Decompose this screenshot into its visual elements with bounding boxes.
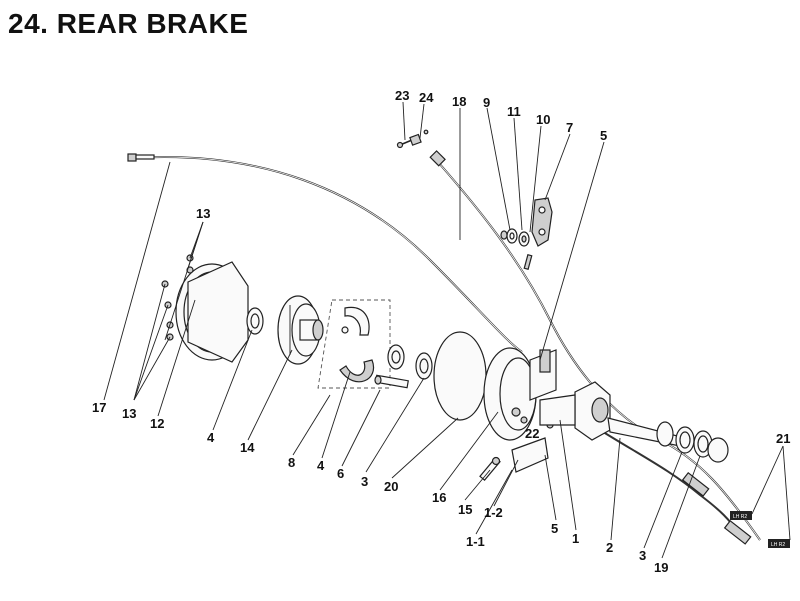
callout-23: 23: [395, 88, 409, 103]
callout-11: 11: [507, 104, 521, 119]
callout-21: 21: [776, 431, 790, 446]
caliper-2: [539, 381, 692, 449]
callout-4-right: 4: [317, 458, 325, 473]
callout-1-2: 1-2: [484, 505, 503, 520]
lever-assembly-7: [531, 197, 553, 247]
cable-17: [127, 153, 523, 353]
callout-18: 18: [452, 94, 466, 109]
callout-22: 22: [525, 426, 539, 441]
o-ring-20: [433, 331, 487, 421]
brake-shoes-8: [317, 299, 391, 389]
backing-plate-1: [483, 347, 557, 441]
callout-1-1: 1-1: [466, 534, 485, 549]
pin-11: [500, 230, 533, 271]
callout-19: 19: [654, 560, 668, 575]
callout-12: 12: [150, 416, 164, 431]
cable-19: [599, 429, 752, 545]
brake-housing-12: [175, 261, 249, 363]
callout-20: 20: [384, 479, 398, 494]
callout-6: 6: [337, 466, 344, 481]
callout-4-left: 4: [207, 430, 215, 445]
callout-10: 10: [536, 112, 550, 127]
callout-3-left: 3: [361, 474, 368, 489]
svg-text:LH R2: LH R2: [771, 542, 785, 548]
callout-2: 2: [606, 540, 613, 555]
washer-10: [518, 231, 530, 247]
callout-15: 15: [458, 502, 472, 517]
brake-drum-14: [277, 295, 324, 365]
callout-13-top: 13: [196, 206, 210, 221]
pivot-shaft-15: [479, 456, 501, 481]
bolt-23: [396, 139, 413, 149]
callout-16: 16: [432, 490, 446, 505]
seal-4-right: [387, 344, 405, 370]
tags-21: LH R2 LH R2: [730, 511, 790, 548]
shaft-6: [374, 374, 409, 389]
callout-3-right: 3: [639, 548, 646, 563]
seal-4-left: [246, 307, 264, 335]
callout-24: 24: [419, 90, 434, 105]
bearing-3-left: [415, 352, 433, 380]
clip-24: [409, 129, 429, 146]
plate-1-2: [511, 437, 549, 473]
callout-13-bottom: 13: [122, 406, 136, 421]
leader-lines: [103, 101, 791, 559]
cable-18: [437, 161, 761, 541]
callout-labels: 23 24 18 9 11 10 7 5 13 17 13 12 4 14 8 …: [92, 88, 790, 575]
callout-5-top: 5: [600, 128, 607, 143]
callout-17: 17: [92, 400, 106, 415]
callout-5-bottom: 5: [551, 521, 558, 536]
callout-8: 8: [288, 455, 295, 470]
callout-1: 1: [572, 531, 579, 546]
bearing-3-right: [675, 426, 729, 463]
callout-9: 9: [483, 95, 490, 110]
adjuster-fitting: [429, 150, 446, 167]
callout-14: 14: [240, 440, 255, 455]
svg-text:LH R2: LH R2: [733, 514, 747, 520]
page-title: 24. REAR BRAKE: [8, 8, 249, 39]
callout-7: 7: [566, 120, 573, 135]
washer-9: [506, 228, 518, 244]
